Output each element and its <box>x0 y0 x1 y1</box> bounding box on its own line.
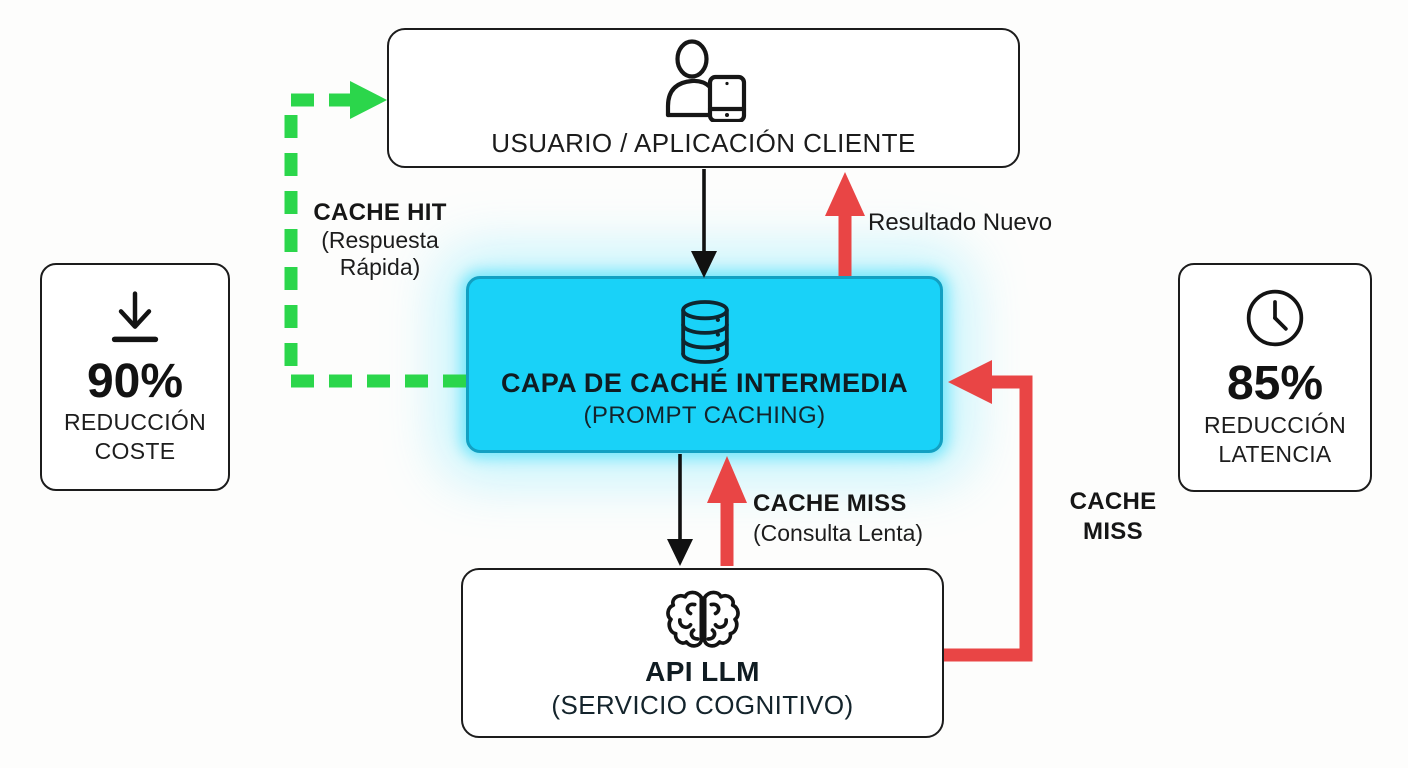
cache-miss-center-label: CACHE MISS (Consulta Lenta) <box>753 489 923 548</box>
llm-api-title: API LLM <box>645 655 760 687</box>
cost-reduction-label-line2: COSTE <box>94 438 176 465</box>
cache-miss-up-arrow <box>707 456 747 566</box>
resultado-nuevo-arrow <box>825 172 865 276</box>
brain-icon <box>665 590 740 648</box>
cache-layer-title: CAPA DE CACHÉ INTERMEDIA <box>500 368 909 398</box>
cache-hit-label: CACHE HIT (Respuesta Rápida) <box>285 199 475 282</box>
user-to-cache-arrow <box>691 169 717 278</box>
cache-hit-sub-line1: (Respuesta <box>321 227 439 254</box>
cost-reduction-stat: 90% REDUCCIÓN COSTE <box>40 263 230 491</box>
cache-hit-arrow <box>284 81 466 388</box>
cache-hit-title: CACHE HIT <box>313 199 447 226</box>
database-icon <box>680 300 729 364</box>
latency-reduction-label-line2: LATENCIA <box>1218 440 1332 467</box>
cache-hit-sub-line2: Rápida) <box>339 254 421 281</box>
llm-api-subtitle: (SERVICIO COGNITIVO) <box>551 689 854 720</box>
cache-miss-right-label: CACHE MISS <box>1058 487 1168 546</box>
latency-reduction-label-line1: REDUCCIÓN <box>1204 411 1346 438</box>
user-client-node: USUARIO / APLICACIÓN CLIENTE <box>387 28 1020 168</box>
llm-api-node: API LLM (SERVICIO COGNITIVO) <box>461 568 944 738</box>
clock-icon <box>1246 289 1304 347</box>
cache-miss-center-title: CACHE MISS <box>753 490 907 517</box>
cache-layer-subtitle: (PROMPT CACHING) <box>583 402 826 429</box>
cache-miss-right-line1: CACHE <box>1069 488 1157 515</box>
cache-miss-center-subtitle: (Consulta Lenta) <box>753 520 924 546</box>
latency-reduction-stat: 85% REDUCCIÓN LATENCIA <box>1178 263 1372 492</box>
cache-to-api-arrow <box>667 454 693 566</box>
user-client-label: USUARIO / APLICACIÓN CLIENTE <box>491 127 916 158</box>
cost-reduction-label-line1: REDUCCIÓN <box>64 409 206 436</box>
cost-reduction-value: 90% <box>86 354 184 408</box>
latency-reduction-value: 85% <box>1226 357 1324 411</box>
user-device-icon <box>665 38 746 122</box>
cache-layer-node: CAPA DE CACHÉ INTERMEDIA (PROMPT CACHING… <box>466 276 943 453</box>
resultado-nuevo-label: Resultado Nuevo <box>868 209 1053 236</box>
cache-miss-loop-arrow <box>944 360 1033 662</box>
cache-miss-right-line2: MISS <box>1083 517 1143 545</box>
download-icon <box>111 290 159 342</box>
